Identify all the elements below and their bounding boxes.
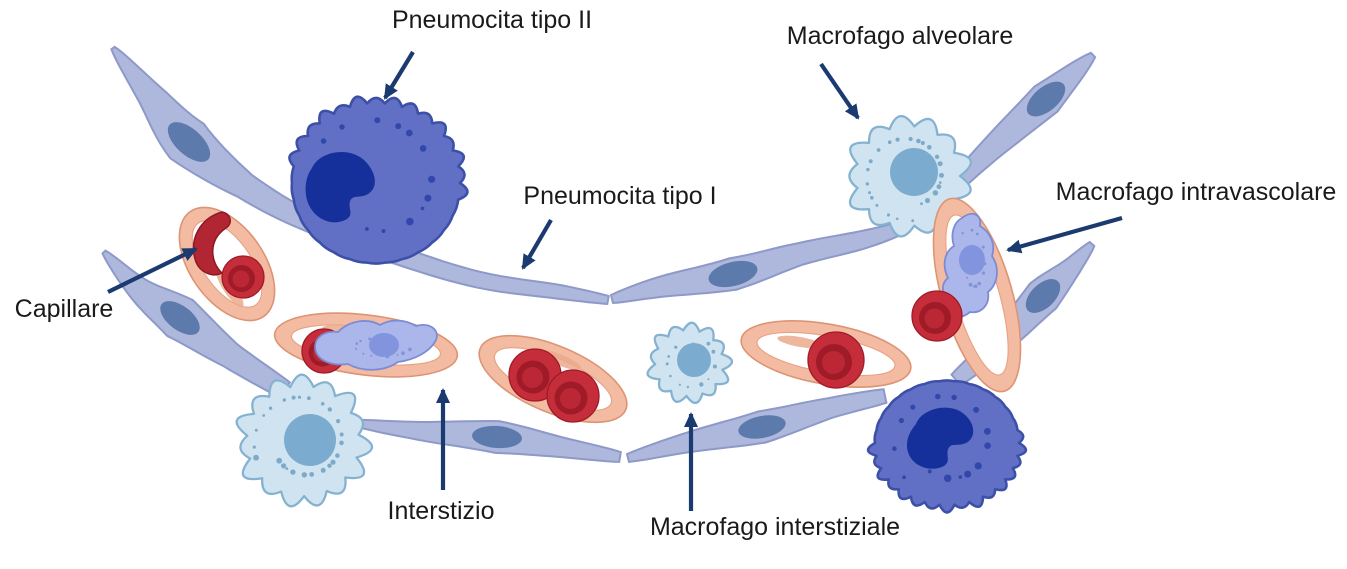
type2-pneumocyte-bottom <box>866 379 1028 514</box>
macrophage-bottom-left <box>235 373 374 508</box>
interstitial-macrophage <box>646 321 734 404</box>
capillary-center <box>478 334 628 424</box>
macrophage-nucleus <box>959 245 985 275</box>
type1-pneumocyte-upper-mid <box>609 221 906 304</box>
type1-nucleus <box>160 301 200 335</box>
pneumocita-tipo-1-arrow <box>521 218 553 270</box>
type1-nucleus <box>708 260 758 288</box>
red-blood-cell <box>221 255 265 299</box>
type1-nucleus <box>738 415 786 439</box>
granule-dots <box>892 393 991 483</box>
plasma-smear <box>777 335 823 349</box>
annotation-arrows <box>107 50 1123 511</box>
capillare-arrow <box>107 247 198 294</box>
macrophage-nucleus <box>369 333 399 357</box>
macrophage-nucleus <box>284 414 336 466</box>
red-blood-cell <box>807 331 865 389</box>
capillary-center-right <box>740 320 912 389</box>
type2-pneumocyte-top <box>288 95 469 265</box>
capillary-left <box>178 206 276 322</box>
capillary-center-left <box>273 312 459 378</box>
red-blood-cell <box>546 369 600 423</box>
granule-dots <box>865 136 944 223</box>
macrofago-intravascolare-arrow <box>1006 215 1123 254</box>
intravascular-macrophage-flat <box>314 319 438 371</box>
pneumocita-tipo-2-arrow <box>383 50 415 100</box>
label-macrofago-intravascolare: Macrofago intravascolare <box>1055 178 1337 206</box>
label-macrofago-alveolare: Macrofago alveolare <box>786 22 1014 50</box>
label-interstizio: Interstizio <box>387 497 495 525</box>
macrophage-nucleus <box>890 148 938 196</box>
label-pneumocita-tipo-1: Pneumocita tipo I <box>523 182 717 210</box>
type1-nucleus <box>1025 279 1061 313</box>
granule-dots <box>252 395 344 478</box>
type1-nucleus <box>167 122 211 162</box>
type2-nucleus <box>906 407 974 469</box>
type1-nucleus <box>1026 81 1066 117</box>
capillary-right-vertical <box>911 197 1022 393</box>
type2-nucleus <box>305 151 375 223</box>
label-capillare: Capillare <box>14 295 114 323</box>
label-pneumocita-tipo-2: Pneumocita tipo II <box>391 6 593 34</box>
type1-nucleus <box>472 425 522 449</box>
label-macrofago-interstiziale: Macrofago interstiziale <box>649 513 901 541</box>
macrofago-alveolare-arrow <box>819 62 860 120</box>
type1-pneumocyte-upper-left <box>110 45 610 305</box>
red-blood-cell <box>911 290 963 342</box>
macrophage-nucleus <box>677 343 711 377</box>
intravascular-macrophage <box>942 212 998 318</box>
